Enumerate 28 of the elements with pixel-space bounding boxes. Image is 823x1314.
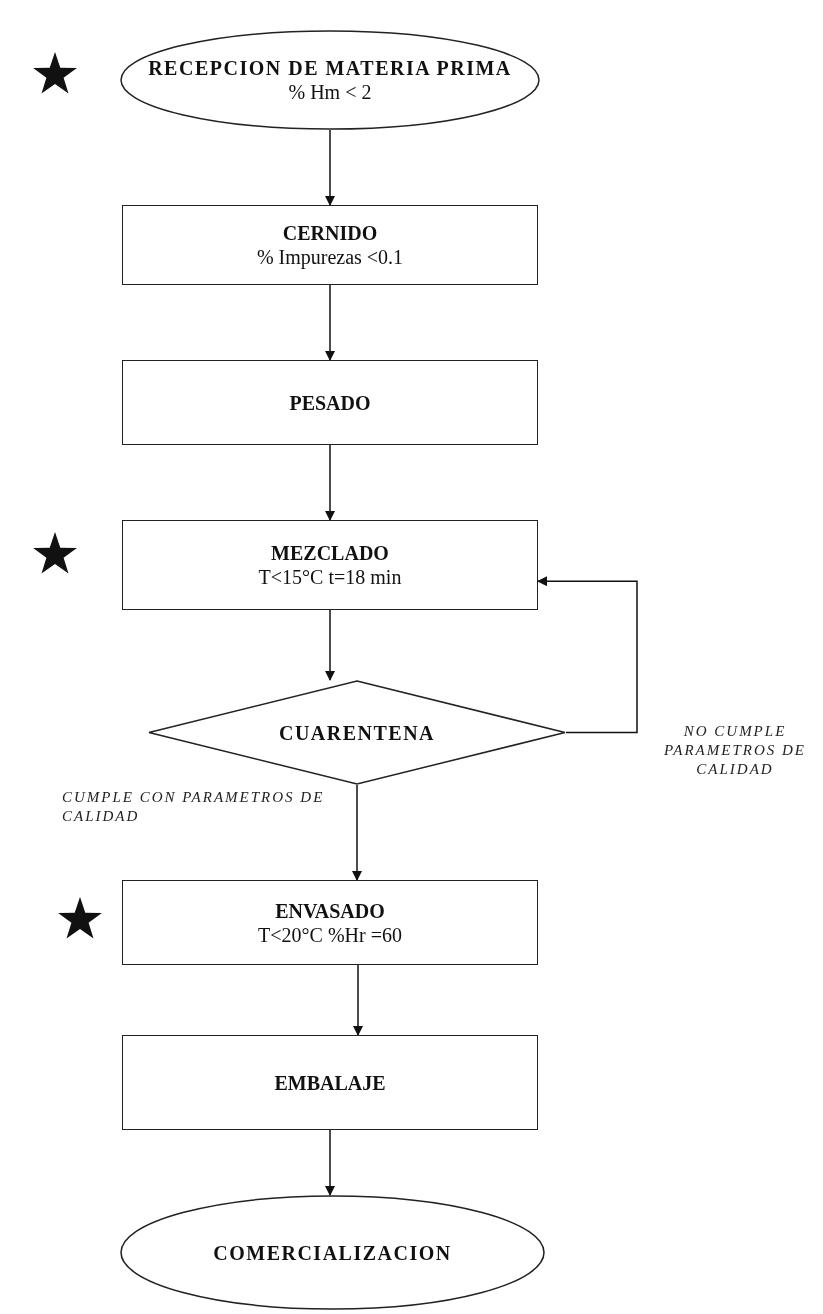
arrow [325,444,335,521]
step-title: CERNIDO [282,221,378,245]
terminal-ellipse [120,30,540,130]
step-title: RECEPCION DE MATERIA PRIMA [148,56,512,80]
arrow [325,1129,335,1196]
arrow [537,576,638,734]
process-box [122,360,538,445]
arrow [352,784,362,881]
arrow [325,284,335,361]
step-title: COMERCIALIZACION [213,1240,452,1265]
step-title: EMBALAJE [274,1070,386,1095]
decision-diamond [148,680,566,785]
step-parameter: % Impurezas <0.1 [256,245,404,269]
step-title: PESADO [289,390,371,415]
step-title: CUARENTENA [278,720,436,745]
arrow [353,964,363,1036]
step-title: ENVASADO [275,898,385,923]
process-box [122,880,538,965]
process-box [122,1035,538,1130]
step-parameter: T<15°C t=18 min [258,565,402,589]
step-parameter: T<20°C %Hr =60 [258,922,402,947]
process-box [122,205,538,285]
step-title: MEZCLADO [271,541,389,565]
process-box [122,520,538,610]
step-parameter: % Hm < 2 [288,80,372,104]
arrow [325,129,335,206]
terminal-ellipse [120,1195,545,1310]
arrow [325,609,335,681]
